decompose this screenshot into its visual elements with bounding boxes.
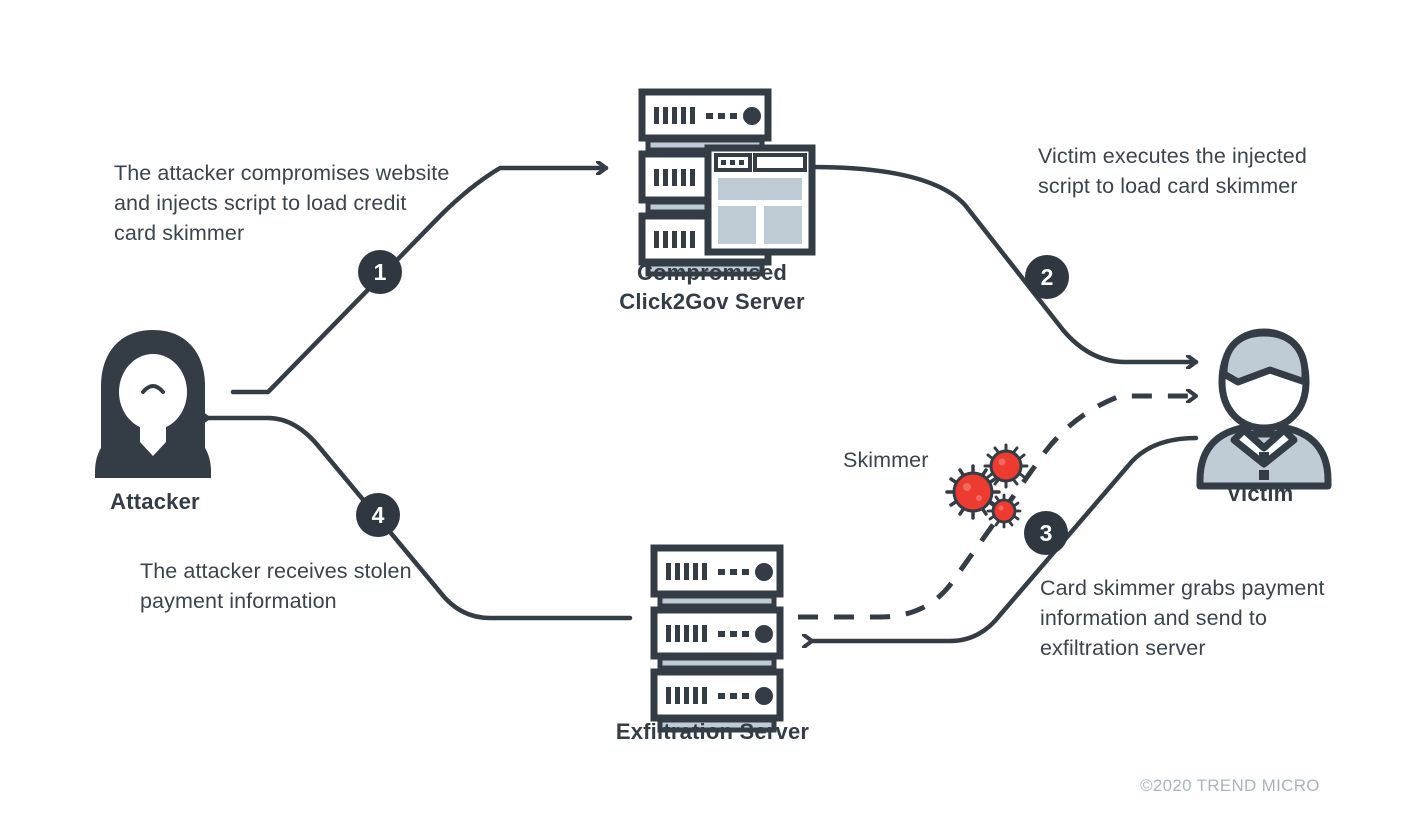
step1-description: The attacker compromises website and inj… bbox=[114, 161, 450, 245]
compromised-server-label: Compromised Click2Gov Server bbox=[619, 260, 805, 314]
step3-description: Card skimmer grabs payment information a… bbox=[1040, 576, 1325, 660]
step-badge-3-label: 3 bbox=[1040, 520, 1053, 546]
step4-description: The attacker receives stolen payment inf… bbox=[140, 559, 412, 613]
step-badge-4-label: 4 bbox=[372, 502, 385, 528]
virus-icon-medium bbox=[983, 443, 1029, 489]
step2-description: Victim executes the injected script to l… bbox=[1038, 144, 1307, 198]
skimmer-label: Skimmer bbox=[843, 448, 929, 472]
step-badge-4[interactable]: 4 bbox=[356, 493, 400, 537]
step-badge-1[interactable]: 1 bbox=[358, 250, 402, 294]
virus-icon-small bbox=[986, 493, 1022, 529]
flow-line-step4 bbox=[208, 418, 633, 621]
step-badge-3[interactable]: 3 bbox=[1024, 511, 1068, 555]
step-badge-1-label: 1 bbox=[374, 259, 387, 285]
exfiltration-server-label: Exfiltration Server bbox=[615, 719, 810, 744]
flow-line-step1 bbox=[230, 168, 609, 395]
step-badge-2[interactable]: 2 bbox=[1025, 255, 1069, 299]
step-badge-2-label: 2 bbox=[1041, 264, 1054, 290]
attacker-label: Attacker bbox=[110, 489, 200, 514]
copyright-notice: ©2020 TREND MICRO bbox=[1140, 776, 1320, 795]
flow-line-step2 bbox=[809, 164, 1199, 362]
victim-label: Victim bbox=[1226, 481, 1294, 506]
flow-line-skimmer-dashed bbox=[798, 396, 1196, 620]
